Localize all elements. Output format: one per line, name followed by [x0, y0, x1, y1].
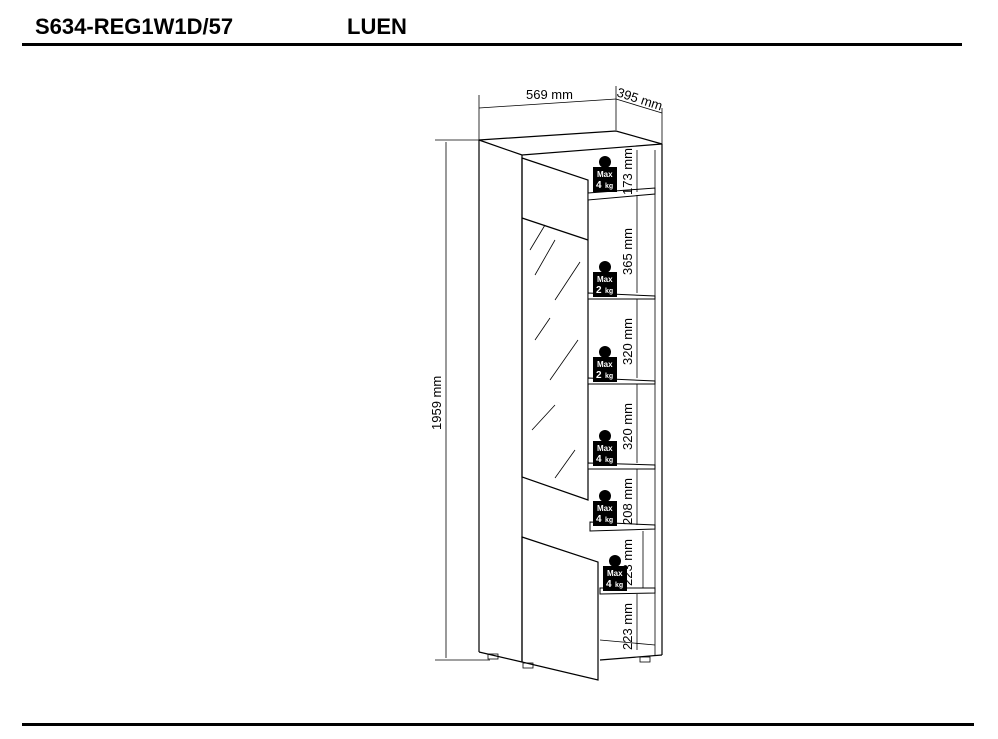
weight-badge-1: Max 4 kg	[593, 156, 617, 192]
weight-unit: kg	[605, 517, 613, 524]
compartment-5-label: 208 mm	[620, 478, 635, 525]
weight-icon-label: Max	[607, 569, 623, 578]
height-dimension: 1959 mm	[429, 139, 490, 661]
weight-unit: kg	[605, 373, 613, 380]
weight-badge-5: Max 4 kg	[593, 490, 617, 526]
compartment-7-label: 223 mm	[620, 603, 635, 650]
weight-icon-label: Max	[597, 504, 613, 513]
weight-icon-label: Max	[597, 444, 613, 453]
weight-icon-label: Max	[597, 170, 613, 179]
product-code: S634-REG1W1D/57	[35, 14, 234, 39]
lower-door	[521, 536, 599, 681]
weight-icon-label: Max	[597, 360, 613, 369]
depth-dimension: 395 mm	[615, 85, 664, 145]
width-label: 569 mm	[526, 87, 573, 102]
compartment-1-label: 173 mm	[620, 148, 635, 195]
compartment-4-label: 320 mm	[620, 403, 635, 450]
weight-value: 4	[596, 180, 602, 191]
header-divider	[22, 43, 962, 46]
weight-unit: kg	[605, 183, 613, 190]
height-label: 1959 mm	[429, 376, 444, 430]
compartment-3-label: 320 mm	[620, 318, 635, 365]
weight-value: 4	[596, 514, 602, 525]
weight-value: 4	[596, 454, 602, 465]
weight-value: 4	[606, 579, 612, 590]
glass-door	[521, 157, 589, 501]
weight-unit: kg	[605, 288, 613, 295]
weight-badge-6: Max 4 kg	[603, 555, 627, 591]
cabinet-body	[478, 130, 663, 669]
weight-unit: kg	[615, 582, 623, 589]
footer-divider	[22, 723, 974, 726]
product-name: LUEN	[347, 14, 407, 39]
weight-badge-2: Max 2 kg	[593, 261, 617, 297]
weight-icon-label: Max	[597, 275, 613, 284]
weight-badge-4: Max 4 kg	[593, 430, 617, 466]
compartment-2-label: 365 mm	[620, 228, 635, 275]
weight-value: 2	[596, 370, 602, 381]
width-dimension: 569 mm	[478, 86, 617, 140]
weight-value: 2	[596, 285, 602, 296]
weight-badge-3: Max 2 kg	[593, 346, 617, 382]
weight-unit: kg	[605, 457, 613, 464]
depth-label: 395 mm	[615, 85, 664, 114]
